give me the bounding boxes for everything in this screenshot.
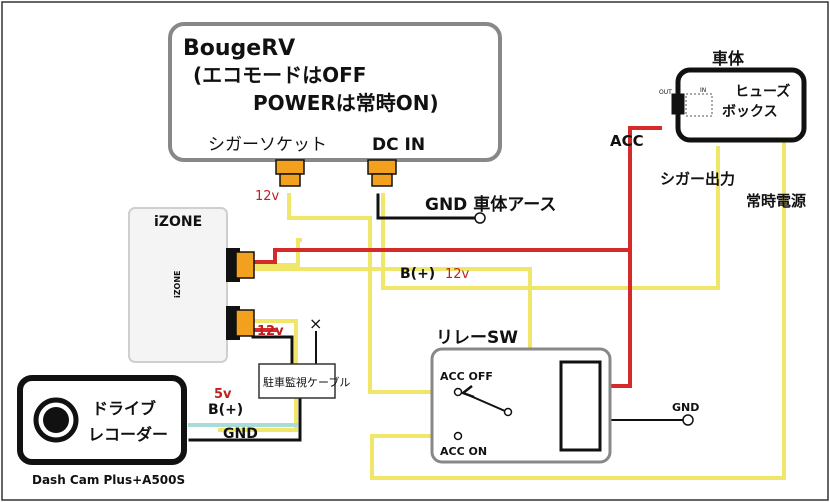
izone-label: iZONE <box>154 214 202 230</box>
relay-sw-label: リレーSW <box>436 328 518 348</box>
bplus-12v-volt: 12v <box>445 267 470 282</box>
device-name: BougeRV <box>183 36 295 61</box>
izone-top-connector <box>226 248 255 282</box>
wire-red-acc <box>251 126 662 264</box>
wire-izone-to-parking-cable <box>251 319 298 366</box>
izone-logo: iZONE <box>173 270 182 298</box>
acc-on-label: ACC ON <box>440 445 487 458</box>
wire-recorder-gnd <box>188 396 302 442</box>
contact-acc-off <box>453 387 463 397</box>
device-mode-line2: POWERは常時ON) <box>253 91 439 115</box>
recorder-model: Dash Cam Plus+A500S <box>32 473 185 487</box>
recorder-line1: ドライブ <box>92 399 156 418</box>
wire-cigar-output <box>381 146 720 290</box>
wire-izone-gnd <box>251 335 294 366</box>
fuse-blade <box>671 93 685 115</box>
gnd-terminal-body-earth <box>474 212 486 224</box>
cigar-connector <box>275 159 305 187</box>
wire-izone-yellow-stub <box>251 238 302 267</box>
acc-label: ACC <box>610 132 644 150</box>
wire-gnd-body-earth <box>376 193 482 220</box>
wire-parking-cable-down <box>218 396 298 432</box>
acc-off-label: ACC OFF <box>440 370 493 383</box>
izone-box <box>128 207 228 363</box>
relay-gnd-label: GND <box>672 401 699 414</box>
volt-cigar-label: 12v <box>255 189 280 204</box>
vehicle-label: 車体 <box>712 49 745 68</box>
parking-cable-box <box>258 363 336 399</box>
recorder-bplus-label: B(+) <box>208 402 243 418</box>
recorder-gnd-label: GND <box>223 426 258 442</box>
recorder-line2: レコーダー <box>88 425 168 444</box>
fuse-out-label: OUT <box>659 89 672 96</box>
contact-common <box>503 407 513 417</box>
izone-out-volt: 12v <box>257 324 284 339</box>
port-dcin-label: DC IN <box>372 135 425 155</box>
cigar-output-label: シガー出力 <box>660 170 735 188</box>
fuse-outline <box>685 93 713 117</box>
gnd-terminal-relay <box>682 414 694 426</box>
port-cigar-label: シガーソケット <box>208 135 327 155</box>
gnd-body-earth-label: GND 車体アース <box>425 194 556 215</box>
bplus-12v-label: B(+) <box>400 266 435 282</box>
parking-cable-label: 駐車監視ケーブル <box>263 375 350 389</box>
bougerv-box <box>168 22 502 162</box>
fusebox-line1: ヒューズ <box>735 83 790 100</box>
izone-bottom-connector <box>226 306 255 340</box>
fuse-in-label: IN <box>700 87 706 94</box>
x-mark: × <box>309 314 322 333</box>
contact-acc-on <box>453 431 463 441</box>
constant-power-label: 常時電源 <box>746 192 806 210</box>
volt-5v-label: 5v <box>214 387 232 402</box>
dcin-connector <box>367 159 397 187</box>
fusebox-line2: ボックス <box>722 104 778 120</box>
device-mode-line1: (エコモードはOFF <box>193 63 366 87</box>
switch-arrow-icon <box>460 385 475 399</box>
wire-cigar-to-acc-off <box>287 193 460 394</box>
relay-coil <box>559 360 602 452</box>
wire-constant-power-to-acc-on <box>370 138 786 480</box>
